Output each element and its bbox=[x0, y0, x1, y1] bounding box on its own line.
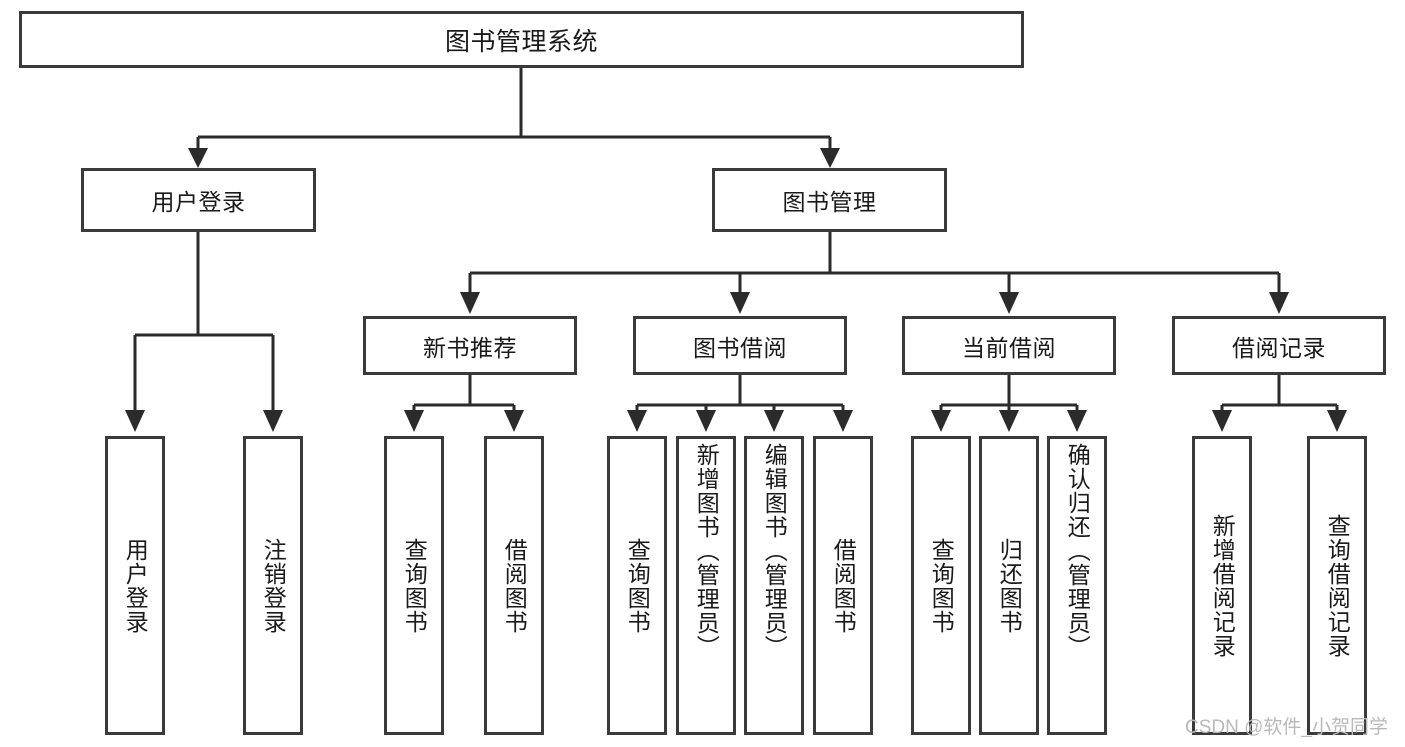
node-leaf-confirm-return[interactable]: 确认归还（管理员） bbox=[1047, 436, 1107, 735]
arrowhead-borrow-record bbox=[1269, 292, 1289, 314]
arrowhead-leaf-user-login bbox=[125, 410, 145, 432]
node-user-login[interactable]: 用户登录 bbox=[81, 168, 316, 232]
arrowhead-leaf-query-book-2 bbox=[627, 410, 647, 432]
arrowhead-leaf-query-book-1 bbox=[404, 410, 424, 432]
node-leaf-add-record-label: 新增借阅记录 bbox=[1209, 513, 1236, 658]
node-leaf-add-book-label: 新增图书（管理员） bbox=[693, 443, 720, 659]
arrowhead-leaf-return-book bbox=[999, 410, 1019, 432]
arrowhead-leaf-edit-book bbox=[764, 410, 784, 432]
node-leaf-borrow-book-2-label: 借阅图书 bbox=[830, 537, 857, 634]
arrowhead-book-management bbox=[820, 148, 840, 168]
node-leaf-confirm-return-label: 确认归还（管理员） bbox=[1064, 443, 1091, 659]
arrowhead-book-borrow bbox=[730, 292, 750, 314]
node-leaf-borrow-book-2[interactable]: 借阅图书 bbox=[813, 436, 873, 735]
node-new-book-recommend[interactable]: 新书推荐 bbox=[363, 316, 577, 375]
arrowhead-new-book-recommend bbox=[460, 292, 480, 314]
node-leaf-add-record[interactable]: 新增借阅记录 bbox=[1192, 436, 1252, 735]
node-leaf-borrow-book-1[interactable]: 借阅图书 bbox=[484, 436, 544, 735]
arrowhead-leaf-borrow-book-1 bbox=[504, 410, 524, 432]
node-root-label: 图书管理系统 bbox=[444, 27, 598, 56]
node-leaf-user-login-label: 用户登录 bbox=[122, 537, 149, 634]
node-current-borrow[interactable]: 当前借阅 bbox=[902, 316, 1116, 375]
node-leaf-query-record-label: 查询借阅记录 bbox=[1324, 513, 1351, 658]
node-leaf-edit-book[interactable]: 编辑图书（管理员） bbox=[744, 436, 804, 735]
arrowhead-user-login bbox=[188, 148, 208, 168]
arrowhead-leaf-add-book bbox=[696, 410, 716, 432]
node-leaf-add-book[interactable]: 新增图书（管理员） bbox=[676, 436, 736, 735]
node-leaf-edit-book-label: 编辑图书（管理员） bbox=[761, 443, 788, 659]
node-leaf-query-book-1[interactable]: 查询图书 bbox=[384, 436, 444, 735]
arrowhead-leaf-borrow-book-2 bbox=[833, 410, 853, 432]
node-user-login-label: 用户登录 bbox=[151, 189, 246, 215]
node-leaf-user-logout-label: 注销登录 bbox=[260, 537, 287, 634]
node-book-borrow[interactable]: 图书借阅 bbox=[633, 316, 847, 375]
node-book-management[interactable]: 图书管理 bbox=[712, 168, 947, 232]
node-root[interactable]: 图书管理系统 bbox=[19, 11, 1024, 68]
node-leaf-query-record[interactable]: 查询借阅记录 bbox=[1307, 436, 1367, 735]
node-leaf-return-book-label: 归还图书 bbox=[996, 537, 1023, 634]
node-leaf-query-book-2[interactable]: 查询图书 bbox=[607, 436, 667, 735]
arrowhead-leaf-query-record bbox=[1327, 410, 1347, 432]
arrowhead-leaf-add-record bbox=[1212, 410, 1232, 432]
arrowhead-leaf-user-logout bbox=[263, 410, 283, 432]
node-leaf-user-login[interactable]: 用户登录 bbox=[105, 436, 165, 735]
arrowhead-leaf-query-book-3 bbox=[931, 410, 951, 432]
arrowhead-leaf-confirm-return bbox=[1067, 410, 1087, 432]
node-leaf-borrow-book-1-label: 借阅图书 bbox=[501, 537, 528, 634]
node-book-management-label: 图书管理 bbox=[782, 189, 877, 215]
node-new-book-recommend-label: 新书推荐 bbox=[423, 334, 517, 361]
node-leaf-query-book-3-label: 查询图书 bbox=[928, 537, 955, 634]
node-leaf-query-book-1-label: 查询图书 bbox=[401, 537, 428, 634]
node-book-borrow-label: 图书借阅 bbox=[693, 334, 787, 361]
node-leaf-user-logout[interactable]: 注销登录 bbox=[243, 436, 303, 735]
node-borrow-record-label: 借阅记录 bbox=[1232, 334, 1326, 361]
arrowhead-current-borrow bbox=[999, 292, 1019, 314]
node-leaf-return-book[interactable]: 归还图书 bbox=[979, 436, 1039, 735]
node-borrow-record[interactable]: 借阅记录 bbox=[1172, 316, 1386, 375]
node-current-borrow-label: 当前借阅 bbox=[962, 334, 1056, 361]
node-leaf-query-book-3[interactable]: 查询图书 bbox=[911, 436, 971, 735]
node-leaf-query-book-2-label: 查询图书 bbox=[624, 537, 651, 634]
